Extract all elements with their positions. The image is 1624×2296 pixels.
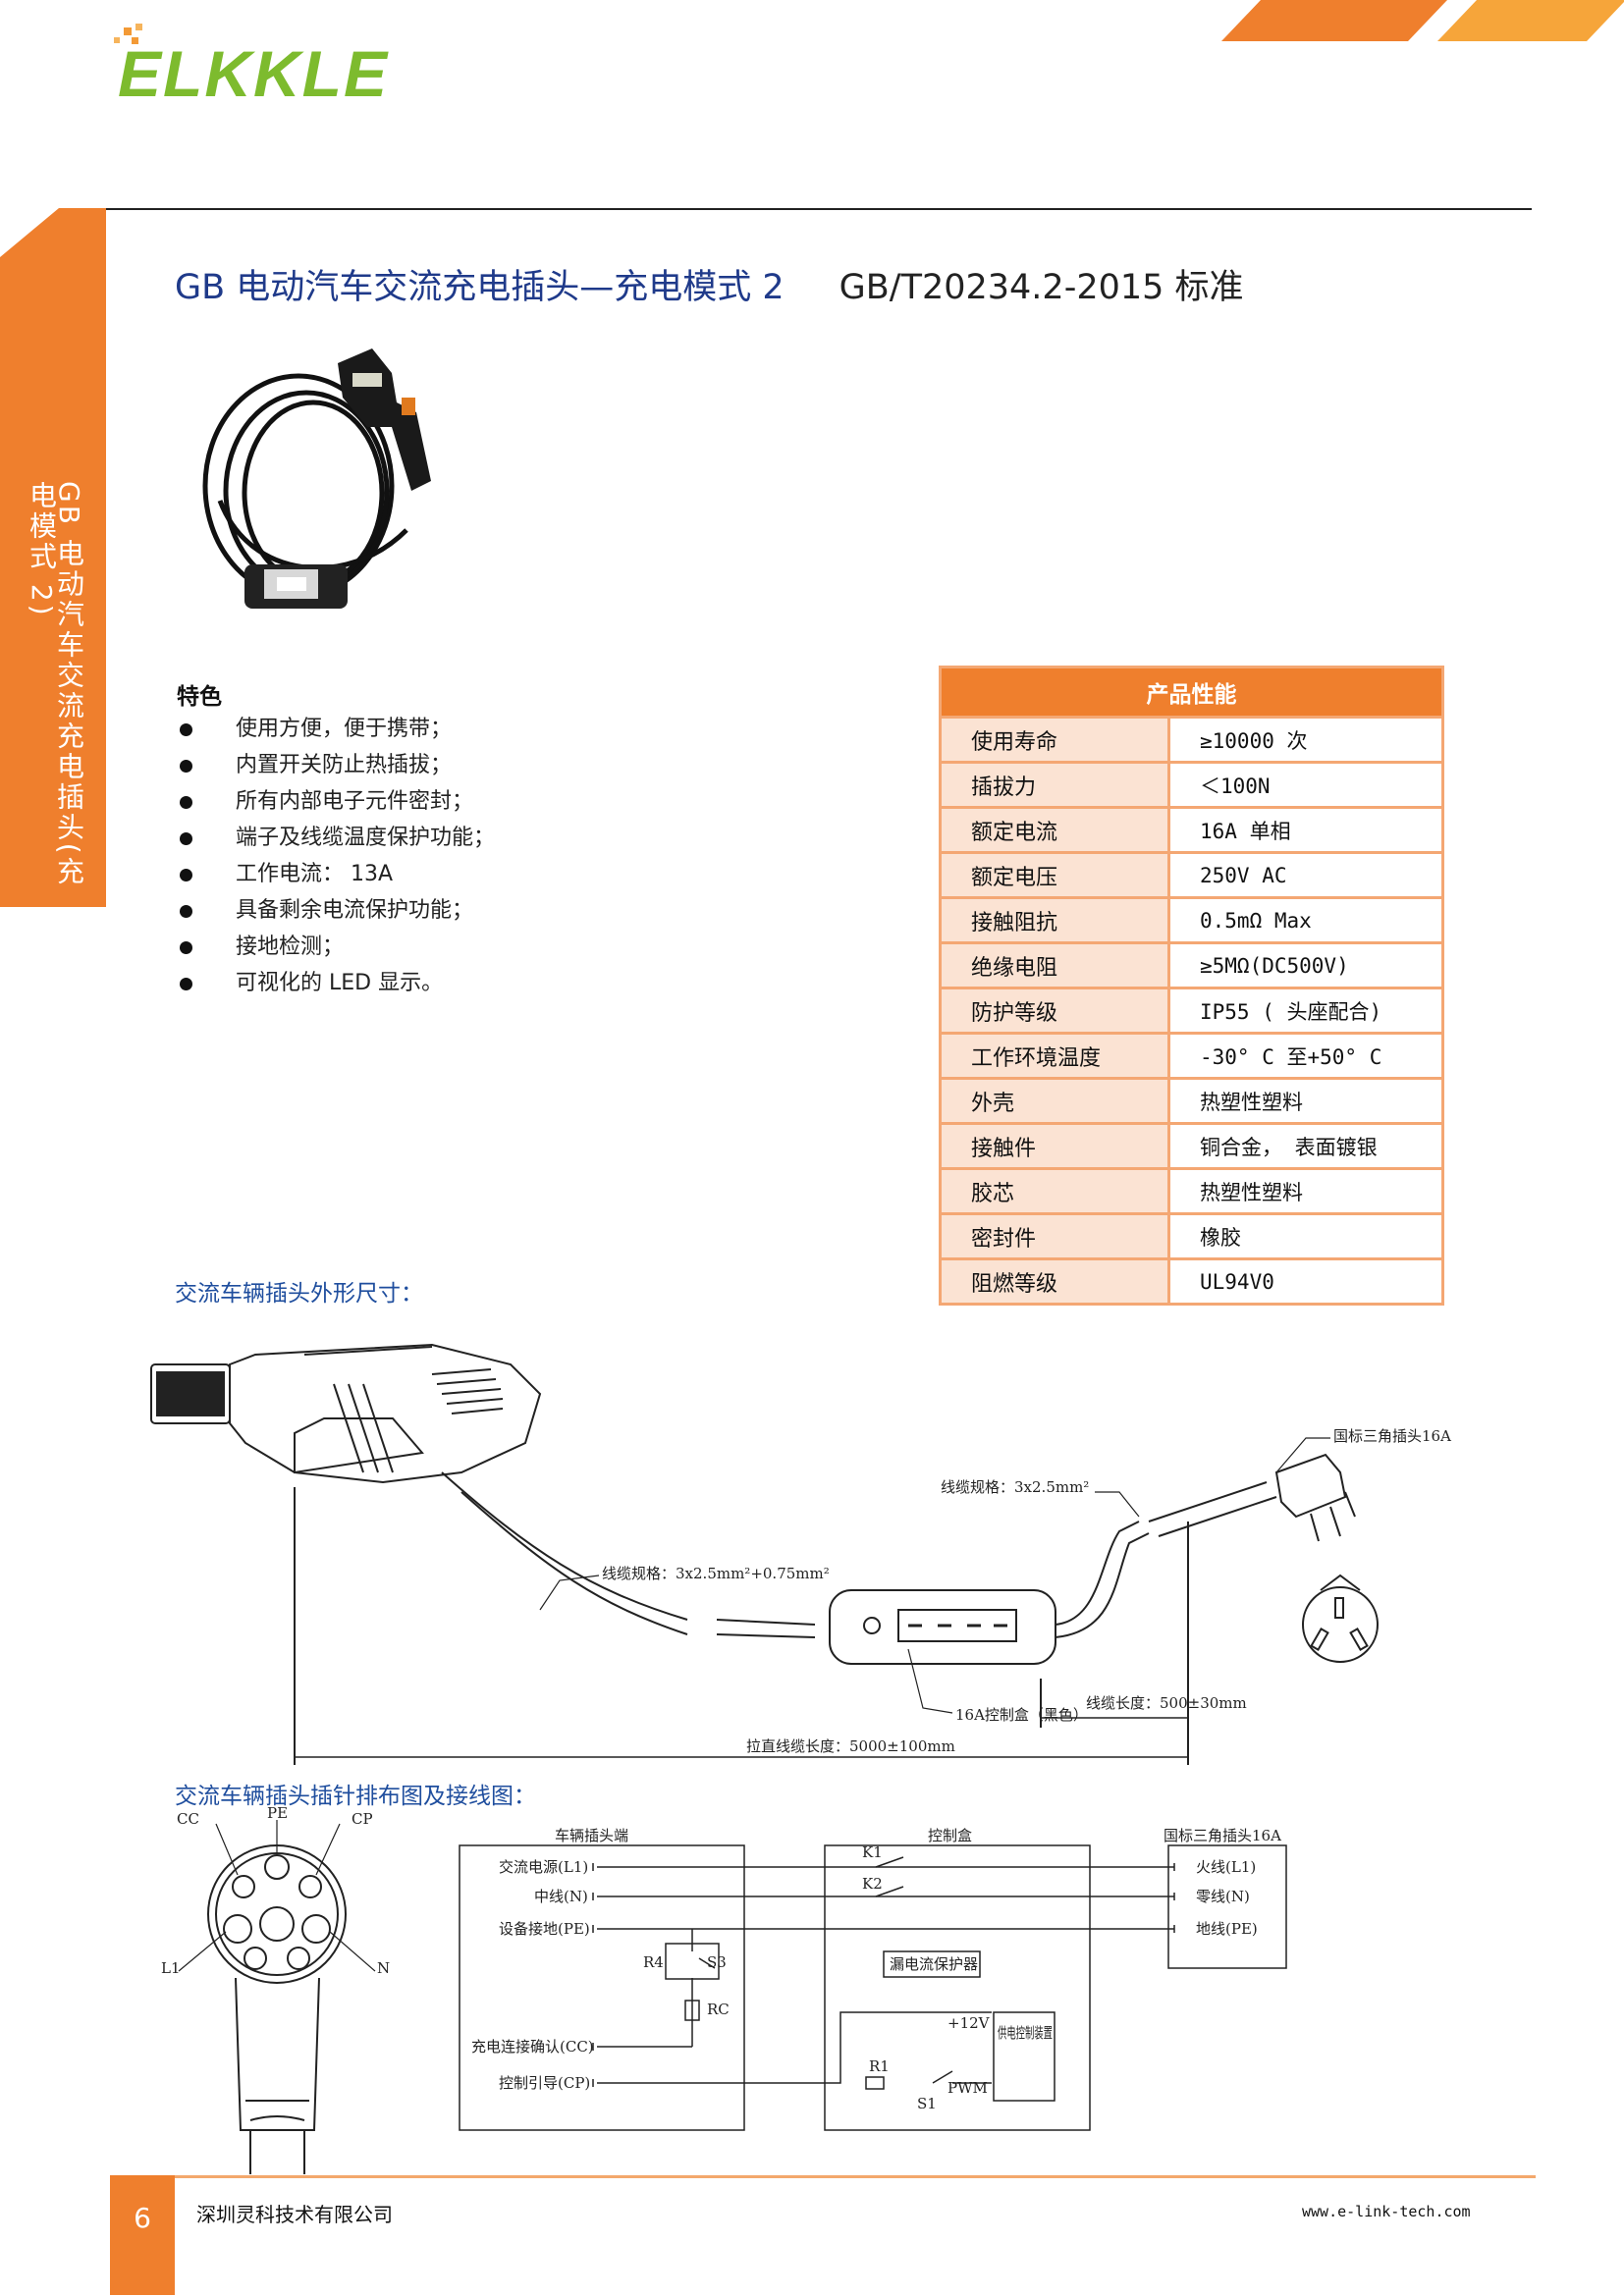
plug-box-title: 国标三角插头16A [1164, 1827, 1281, 1844]
control-box-label: 16A控制盒（黑色） [955, 1706, 1088, 1724]
feature-item: 所有内部电子元件密封； [177, 787, 495, 824]
table-row: 胶芯热塑性塑料 [940, 1167, 1443, 1214]
signal-cc: 充电连接确认(CC) [471, 2038, 594, 2056]
side-tab: GB 电动汽车交流充电插头(充电模式 2) [0, 208, 106, 907]
feature-item: 端子及线缆温度保护功能； [177, 824, 495, 860]
logo-pixels-icon [114, 24, 142, 44]
rc-label: RC [707, 2001, 730, 2018]
table-row: 插拔力＜100N [940, 761, 1443, 808]
features-list: 使用方便，便于携带； 内置开关防止热插拔； 所有内部电子元件密封； 端子及线缆温… [177, 715, 495, 1005]
vehicle-box-title: 车辆插头端 [555, 1827, 628, 1844]
table-row: 绝缘电阻≥5MΩ(DC500V) [940, 941, 1443, 988]
plug-label: 国标三角插头16A [1333, 1427, 1451, 1445]
leak-protector-label: 漏电流保护器 [890, 1955, 978, 1973]
table-row: 使用寿命≥10000 次 [940, 716, 1443, 763]
bullet-icon [180, 905, 192, 918]
bullet-icon [180, 869, 192, 881]
k1-label: K1 [862, 1843, 883, 1861]
logo-text: ELKKLE [118, 37, 389, 110]
signal-pe: 设备接地(PE) [499, 1920, 590, 1938]
dimension-drawing: 线缆规格：3x2.5mm²+0.75mm² 线缆规格：3x2.5mm² 国标三角… [150, 1343, 1451, 1765]
power-control-label: 供电控制装置 [998, 2024, 1053, 2042]
pwm-label: PWM [947, 2079, 988, 2097]
table-row: 密封件橡胶 [940, 1212, 1443, 1259]
side-tab-shape [0, 208, 106, 907]
total-length-label: 拉直线缆长度：5000±100mm [746, 1737, 955, 1755]
ev-charger-cable-photo [202, 348, 431, 609]
cable-length-label: 线缆长度：500±30mm [1086, 1694, 1247, 1712]
control-box-title: 控制盒 [928, 1827, 972, 1844]
signal-l1: 交流电源(L1) [499, 1858, 588, 1876]
footer-company: 深圳灵科技术有限公司 [196, 2203, 393, 2226]
wiring-diagram: CC PE CP L1 N 车辆插头端 控制盒 国标三角插头16A 交流电源(L… [161, 1806, 1287, 2174]
bullet-icon [180, 760, 192, 773]
table-row: 外壳热塑性塑料 [940, 1077, 1443, 1124]
page-number: 6 [110, 2175, 175, 2295]
right-signal-n: 零线(N) [1196, 1888, 1250, 1905]
pin-cp-label: CP [352, 1810, 373, 1828]
signal-cp: 控制引导(CP) [499, 2074, 590, 2092]
title-standard: GB/T20234.2-2015 标准 [839, 268, 1244, 307]
footer-url: www.e-link-tech.com [1302, 2203, 1471, 2220]
table-row: 接触件铜合金， 表面镀银 [940, 1122, 1443, 1169]
pin-l1-label: L1 [161, 1959, 181, 1977]
k2-label: K2 [862, 1875, 883, 1893]
feature-item: 接地检测； [177, 933, 495, 969]
feature-item: 内置开关防止热插拔； [177, 751, 495, 787]
bullet-icon [180, 832, 192, 845]
feature-item: 可视化的 LED 显示。 [177, 969, 495, 1005]
pin-n-label: N [377, 1959, 390, 1977]
cable-spec-2-label: 线缆规格：3x2.5mm² [941, 1478, 1089, 1496]
feature-item: 工作电流： 13A [177, 860, 495, 896]
table-row: 工作环境温度-30° C 至+50° C [940, 1032, 1443, 1079]
cable-spec-1-label: 线缆规格：3x2.5mm²+0.75mm² [602, 1565, 830, 1582]
right-signal-l1: 火线(L1) [1196, 1858, 1256, 1876]
signal-n: 中线(N) [534, 1888, 588, 1905]
feature-item: 具备剩余电流保护功能； [177, 896, 495, 933]
pin-cc-label: CC [177, 1810, 199, 1828]
pin-layout-icon [178, 1820, 376, 2174]
spec-table-heading: 产品性能 [940, 667, 1443, 718]
dimensions-heading: 交流车辆插头外形尺寸： [175, 1281, 423, 1307]
header-rule [106, 208, 1532, 210]
pin-pe-label: PE [267, 1806, 288, 1822]
r4-label: R4 [643, 1953, 664, 1971]
s1-label: S1 [917, 2095, 937, 2112]
side-tab-label: GB 电动汽车交流充电插头(充电模式 2) [26, 481, 85, 887]
features-heading: 特色 [177, 684, 222, 710]
v12-label: +12V [947, 2014, 991, 2032]
bullet-icon [180, 978, 192, 990]
wiring-heading: 交流车辆插头插针排布图及接线图： [175, 1784, 536, 1809]
right-signal-pe: 地线(PE) [1196, 1920, 1258, 1938]
s3-label: S3 [707, 1953, 727, 1971]
title-main: GB 电动汽车交流充电插头—充电模式 2 [175, 268, 785, 307]
bullet-icon [180, 941, 192, 954]
bullet-icon [180, 723, 192, 736]
header-accent-stripes [1221, 0, 1624, 41]
r1-label: R1 [869, 2057, 890, 2075]
brand-logo: ELKKLE [110, 24, 405, 106]
feature-item: 使用方便，便于携带； [177, 715, 495, 751]
page-title: GB 电动汽车交流充电插头—充电模式 2 GB/T20234.2-2015 标准 [175, 259, 1244, 309]
footer-rule [110, 2175, 1536, 2178]
bullet-icon [180, 796, 192, 809]
